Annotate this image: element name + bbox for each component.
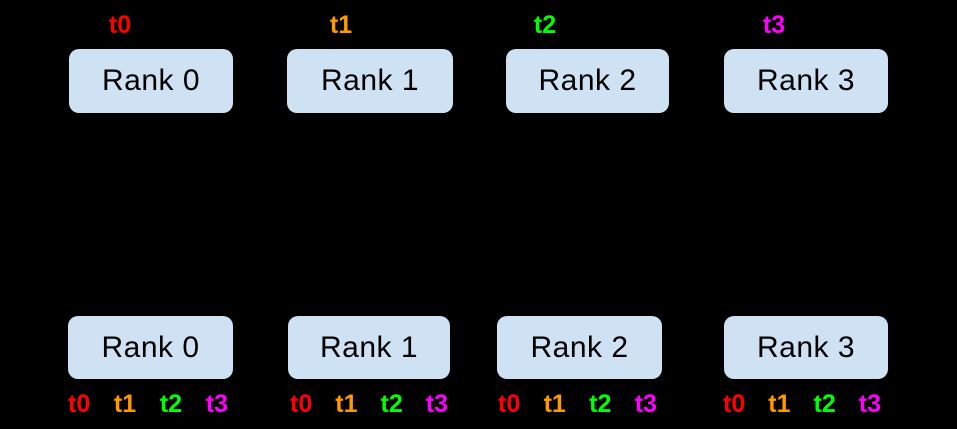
rank-box-top-0: Rank 0 bbox=[69, 49, 233, 113]
tag-label-t2: t2 bbox=[380, 390, 403, 418]
tag-group-rank3: t0 t1 t2 t3 bbox=[723, 390, 881, 422]
tag-label-t3: t3 bbox=[205, 390, 228, 418]
tag-label-t1: t1 bbox=[768, 390, 791, 418]
rank-box-top-2: Rank 2 bbox=[506, 49, 669, 113]
top-tag-t0: t0 bbox=[108, 11, 132, 39]
rank-box-top-1: Rank 1 bbox=[287, 49, 453, 113]
tag-label-t1: t1 bbox=[543, 390, 566, 418]
rank-box-bottom-1-label: Rank 1 bbox=[319, 330, 419, 364]
tag-label-t1: t1 bbox=[335, 390, 358, 418]
rank-box-bottom-2: Rank 2 bbox=[497, 316, 662, 379]
rank-box-bottom-0: Rank 0 bbox=[68, 316, 233, 379]
tag-label-t2: t2 bbox=[159, 390, 183, 418]
tag-label-t0: t0 bbox=[498, 390, 521, 418]
tag-group-rank1: t0 t1 t2 t3 bbox=[290, 390, 448, 422]
rank-box-bottom-3-label: Rank 3 bbox=[756, 330, 856, 364]
rank-box-top-2-label: Rank 2 bbox=[538, 64, 637, 97]
tag-label-t3: t3 bbox=[634, 390, 657, 418]
rank-box-top-1-label: Rank 1 bbox=[320, 64, 420, 97]
top-tag-t1: t1 bbox=[329, 11, 353, 39]
top-tag-t2: t2 bbox=[533, 11, 557, 39]
tag-label-t0: t0 bbox=[68, 390, 91, 418]
tag-label-t2: t2 bbox=[813, 390, 836, 418]
top-tag-t3: t3 bbox=[762, 11, 786, 39]
tag-label-t2: t2 bbox=[589, 390, 612, 418]
rank-box-top-3: Rank 3 bbox=[724, 49, 888, 113]
rank-box-bottom-0-label: Rank 0 bbox=[101, 330, 200, 364]
rank-box-bottom-3: Rank 3 bbox=[724, 316, 888, 379]
tag-group-rank2: t0 t1 t2 t3 bbox=[498, 390, 657, 422]
rank-box-bottom-1: Rank 1 bbox=[288, 316, 450, 379]
rank-box-bottom-2-label: Rank 2 bbox=[530, 330, 629, 364]
rank-box-top-3-label: Rank 3 bbox=[756, 64, 856, 97]
tag-label-t3: t3 bbox=[425, 390, 448, 418]
tag-label-t0: t0 bbox=[290, 390, 313, 418]
tag-group-rank0: t0 t1 t2 t3 bbox=[68, 390, 228, 422]
tag-label-t1: t1 bbox=[113, 390, 137, 418]
tag-label-t3: t3 bbox=[858, 390, 881, 418]
tag-label-t0: t0 bbox=[723, 390, 746, 418]
rank-box-top-0-label: Rank 0 bbox=[101, 64, 201, 97]
